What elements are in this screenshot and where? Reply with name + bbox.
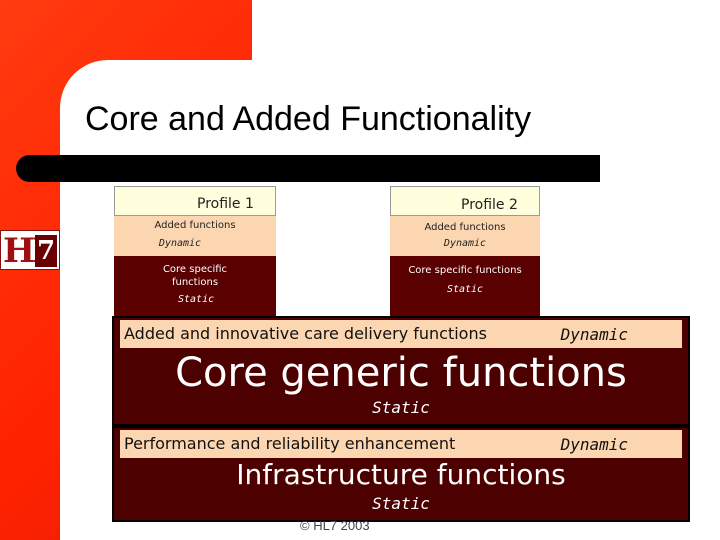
copyright-footer: © HL7 2003 [300,518,370,533]
profile-1-header: Profile 1 [114,186,276,216]
infrastructure-label: Infrastructure functions [236,458,566,491]
title-underline-bar [16,155,600,182]
profile-2-added-label: Added functions [424,222,506,233]
profile-1-core-functions: Core specific functions Static [114,256,276,316]
infrastructure-layer: Performance and reliability enhancement … [112,426,690,522]
infrastructure-mode: Static [372,494,430,513]
page-title: Core and Added Functionality [85,100,532,138]
profile-1-core-label: Core specific functions [162,264,228,288]
profile-2-added-functions: Added functions Dynamic [390,216,540,256]
hl7-logo: HL 7 [0,230,60,271]
core-generic-layer: Added and innovative care delivery funct… [112,316,690,426]
profile-2-core-mode: Static [446,284,484,295]
infrastructure-band-mode: Dynamic [560,435,628,454]
core-generic-band: Added and innovative care delivery funct… [120,320,682,348]
profile-2-core-label: Core specific functions [408,265,522,276]
profile-1-core-mode: Static [178,294,215,305]
profile-2-added-mode: Dynamic [443,238,487,249]
core-generic-label: Core generic functions [175,350,627,396]
profile-1-added-label: Added functions [154,220,236,231]
infrastructure-band: Performance and reliability enhancement … [120,430,682,458]
logo-seven: 7 [35,235,57,267]
core-generic-mode: Static [372,398,430,417]
profile-2-header-label: Profile 2 [461,197,518,213]
profile-2-core-functions: Core specific functions Static [390,256,540,316]
core-generic-band-label: Added and innovative care delivery funct… [124,324,487,343]
core-generic-band-mode: Dynamic [560,325,628,344]
infrastructure-band-label: Performance and reliability enhancement [124,434,456,453]
profile-1-added-mode: Dynamic [158,238,202,249]
profile-2-header: Profile 2 [390,186,540,216]
profile-1-added-functions: Added functions Dynamic [114,216,276,256]
profile-1-header-label: Profile 1 [197,196,254,212]
